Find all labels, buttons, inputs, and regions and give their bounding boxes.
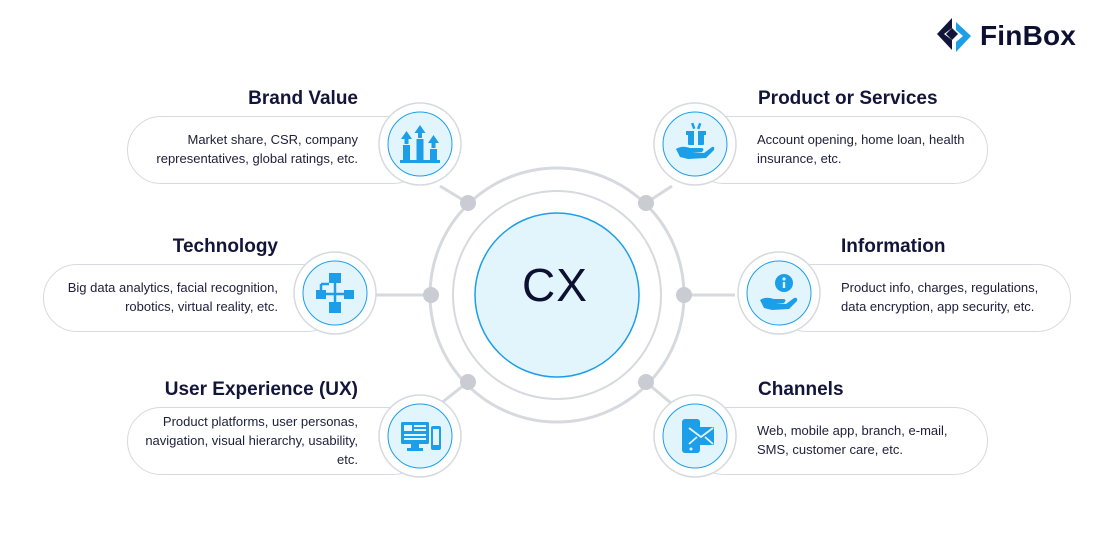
description-line: insurance, etc.	[757, 151, 842, 166]
information-pill	[773, 264, 1071, 332]
devices-icon	[378, 394, 462, 478]
finbox-logo-icon	[937, 18, 971, 52]
information-description: Product info, charges, regulations, data…	[841, 278, 1063, 316]
description-line: etc.	[337, 452, 358, 467]
ring-dot	[638, 374, 654, 390]
description-line: Market share, CSR, company	[187, 132, 358, 147]
description-line: data encryption, app security, etc.	[841, 299, 1035, 314]
ring-dot	[423, 287, 439, 303]
description-line: Account opening, home loan, health	[757, 132, 965, 147]
brand-value-pill	[127, 116, 427, 184]
growth-chart-icon	[378, 102, 462, 186]
brand-value-description: Market share, CSR, company representativ…	[140, 130, 358, 168]
ring-dot	[460, 374, 476, 390]
user-experience-description: Product platforms, user personas, naviga…	[140, 412, 358, 469]
ring-dot	[460, 195, 476, 211]
channels-description: Web, mobile app, branch, e-mail, SMS, cu…	[757, 421, 979, 459]
product-services-description: Account opening, home loan, health insur…	[757, 130, 979, 168]
description-line: Web, mobile app, branch, e-mail,	[757, 423, 948, 438]
ring-dot	[638, 195, 654, 211]
description-line: Product info, charges, regulations,	[841, 280, 1039, 295]
hand-info-icon	[737, 251, 821, 335]
product-services-pill	[690, 116, 988, 184]
technology-title: Technology	[172, 236, 278, 257]
technology-pill	[43, 264, 341, 332]
description-line: Product platforms, user personas,	[162, 414, 358, 429]
brand-value-title: Brand Value	[248, 88, 358, 109]
description-line: robotics, virtual reality, etc.	[125, 299, 278, 314]
ring-dot	[676, 287, 692, 303]
user-experience-title: User Experience (UX)	[164, 379, 358, 400]
finbox-logo-text: FinBox	[980, 20, 1077, 51]
description-line: Big data analytics, facial recognition,	[67, 280, 278, 295]
technology-description: Big data analytics, facial recognition, …	[56, 278, 278, 316]
description-line: representatives, global ratings, etc.	[156, 151, 358, 166]
information-title: Information	[841, 236, 946, 257]
user-experience-pill	[127, 407, 427, 475]
description-line: navigation, visual hierarchy, usability,	[145, 433, 358, 448]
channels-title: Channels	[758, 379, 844, 400]
center-label: CX	[522, 259, 588, 311]
channels-pill	[690, 407, 988, 475]
hand-gift-icon	[653, 102, 737, 186]
center-inner-circle	[474, 212, 640, 378]
network-nodes-icon	[293, 251, 377, 335]
finbox-logo: FinBox	[934, 16, 1104, 56]
ring-dots	[423, 195, 692, 390]
description-line: SMS, customer care, etc.	[757, 442, 903, 457]
mail-phone-icon	[653, 394, 737, 478]
product-services-title: Product or Services	[758, 88, 938, 109]
